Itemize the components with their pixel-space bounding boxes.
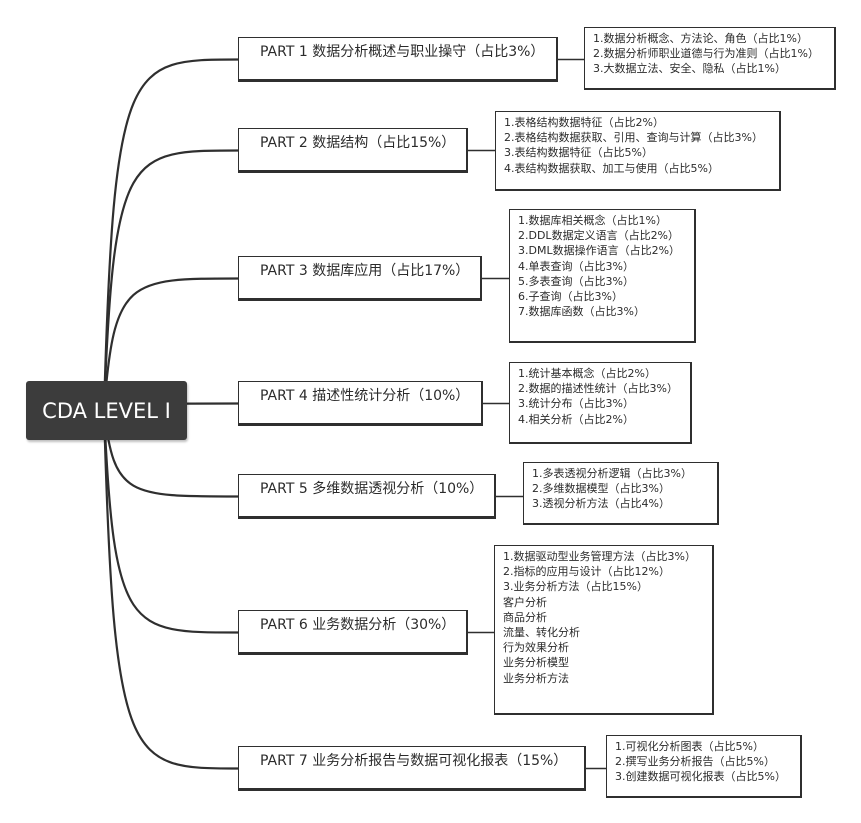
part-title-3: PART 3 数据库应用（占比17%） [260, 263, 470, 279]
detail-box-7: 1.可视化分析图表（占比5%） 2.撰写业务分析报告（占比5%）3.创建数据可视化… [606, 735, 802, 798]
branch-line [102, 277, 239, 411]
detail-item: 5.多表查询（占比3%） [518, 274, 634, 288]
branch-line [102, 409, 239, 770]
part-node-2: PART 2 数据结构（占比15%） [238, 128, 468, 173]
detail-list-4: 1.统计基本概念（占比2%） 2.数据的描述性统计（占比3%）3.统计分布（占比3… [518, 366, 684, 427]
detail-item: 2.指标的应用与设计（占比12%） [503, 565, 670, 579]
detail-item: 1.可视化分析图表（占比5%） [615, 740, 764, 753]
detail-item: 3.表结构数据特征（占比5%） [504, 146, 653, 160]
detail-item: 2.多维数据模型（占比3%） [532, 482, 670, 496]
detail-box-4: 1.统计基本概念（占比2%） 2.数据的描述性统计（占比3%）3.统计分布（占比3… [509, 362, 692, 444]
detail-item: 7.数据库函数（占比3%） [518, 305, 645, 319]
part-title-1: PART 1 数据分析概述与职业操守（占比3%） [260, 44, 545, 60]
detail-item: 1.数据驱动型业务管理方法（占比3%） [503, 550, 696, 563]
detail-box-2: 1.表格结构数据特征（占比2%） 2.表格结构数据获取、引用、查询与计算（占比3%… [495, 111, 781, 191]
branch-line [102, 149, 239, 411]
detail-list-1: 1.数据分析概念、方法论、角色（占比1%） 2.数据分析师职业道德与行为准则（占比… [593, 31, 828, 77]
detail-item: 4.相关分析（占比2%） [518, 412, 634, 426]
part-node-7: PART 7 业务分析报告与数据可视化报表（15%） [238, 746, 586, 791]
detail-item: 1.统计基本概念（占比2%） [518, 367, 656, 380]
detail-item: 客户分析 [503, 595, 547, 609]
detail-item: 3.统计分布（占比3%） [518, 397, 634, 411]
detail-item: 6.子查询（占比3%） [518, 290, 623, 304]
detail-list-2: 1.表格结构数据特征（占比2%） 2.表格结构数据获取、引用、查询与计算（占比3%… [504, 115, 773, 176]
detail-list-5: 1.多表透视分析逻辑（占比3%） 2.多维数据模型（占比3%）3.透视分析方法（占… [532, 466, 711, 512]
detail-item: 3.DML数据操作语言（占比2%） [518, 244, 681, 258]
detail-item: 商品分析 [503, 610, 547, 624]
detail-box-1: 1.数据分析概念、方法论、角色（占比1%） 2.数据分析师职业道德与行为准则（占比… [584, 27, 836, 90]
detail-list-7: 1.可视化分析图表（占比5%） 2.撰写业务分析报告（占比5%）3.创建数据可视化… [615, 739, 794, 785]
detail-item: 3.业务分析方法（占比15%） [503, 580, 648, 594]
detail-item: 4.表结构数据获取、加工与使用（占比5%） [504, 161, 719, 175]
branch-line [102, 58, 239, 411]
detail-item: 2.数据分析师职业道德与行为准则（占比1%） [593, 47, 819, 61]
detail-item: 行为效果分析 [503, 641, 569, 655]
root-label: CDA LEVEL I [42, 398, 171, 423]
detail-item: 3.创建数据可视化报表（占比5%） [615, 770, 786, 784]
detail-box-3: 1.数据库相关概念（占比1%） 2.DDL数据定义语言（占比2%）3.DML数据操… [509, 209, 696, 343]
detail-item: 1.表格结构数据特征（占比2%） [504, 116, 664, 129]
detail-item: 2.数据的描述性统计（占比3%） [518, 382, 678, 396]
part-title-5: PART 5 多维数据透视分析（10%） [260, 481, 484, 497]
detail-item: 2.DDL数据定义语言（占比2%） [518, 229, 680, 243]
part-title-4: PART 4 描述性统计分析（10%） [260, 388, 470, 404]
part-node-1: PART 1 数据分析概述与职业操守（占比3%） [238, 37, 558, 82]
detail-box-6: 1.数据驱动型业务管理方法（占比3%） 2.指标的应用与设计（占比12%）3.业务… [494, 545, 714, 715]
part-node-6: PART 6 业务数据分析（30%） [238, 610, 468, 655]
branch-line [102, 409, 239, 634]
root-node: CDA LEVEL I [26, 381, 187, 440]
detail-item: 3.透视分析方法（占比4%） [532, 497, 670, 511]
detail-item: 2.表格结构数据获取、引用、查询与计算（占比3%） [504, 131, 763, 145]
part-node-5: PART 5 多维数据透视分析（10%） [238, 474, 496, 519]
part-title-2: PART 2 数据结构（占比15%） [260, 135, 456, 151]
detail-item: 1.数据库相关概念（占比1%） [518, 214, 667, 227]
part-node-3: PART 3 数据库应用（占比17%） [238, 256, 482, 301]
part-title-6: PART 6 业务数据分析（30%） [260, 617, 456, 633]
detail-item: 业务分析模型 [503, 656, 569, 670]
part-title-7: PART 7 业务分析报告与数据可视化报表（15%） [260, 753, 568, 769]
detail-item: 3.大数据立法、安全、隐私（占比1%） [593, 62, 786, 76]
detail-box-5: 1.多表透视分析逻辑（占比3%） 2.多维数据模型（占比3%）3.透视分析方法（占… [523, 462, 719, 525]
detail-list-3: 1.数据库相关概念（占比1%） 2.DDL数据定义语言（占比2%）3.DML数据操… [518, 213, 688, 319]
detail-item: 4.单表查询（占比3%） [518, 259, 634, 273]
part-node-4: PART 4 描述性统计分析（10%） [238, 381, 483, 426]
detail-item: 流量、转化分析 [503, 626, 580, 640]
detail-item: 1.多表透视分析逻辑（占比3%） [532, 467, 692, 480]
detail-item: 业务分析方法 [503, 671, 569, 685]
detail-list-6: 1.数据驱动型业务管理方法（占比3%） 2.指标的应用与设计（占比12%）3.业务… [503, 549, 706, 686]
detail-item: 2.撰写业务分析报告（占比5%） [615, 755, 775, 769]
detail-item: 1.数据分析概念、方法论、角色（占比1%） [593, 32, 808, 45]
